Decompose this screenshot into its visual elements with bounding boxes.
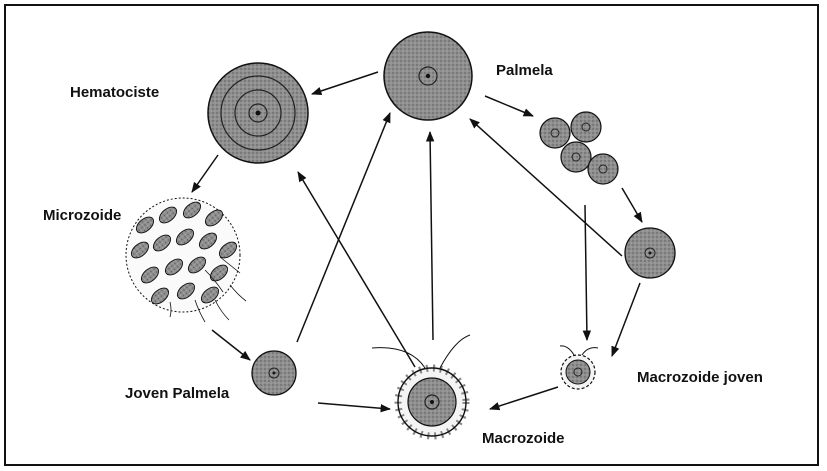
label-palmela: Palmela (496, 62, 553, 79)
macrozoide-cell (372, 335, 470, 436)
joven-palmela-cell (252, 351, 296, 395)
arrow-palmela-to-hematociste (312, 72, 378, 94)
label-microzoide: Microzoide (43, 207, 121, 224)
arrow-macrozoide-to-palmela (430, 132, 433, 340)
arrow-macrozoide-joven-to-macrozoide (490, 387, 558, 409)
arrow-cluster-to-macrozoide-joven (585, 205, 587, 340)
label-macrozoide-joven: Macrozoide joven (637, 369, 763, 386)
label-macrozoide: Macrozoide (482, 430, 565, 447)
arrow-microzoide-to-joven (212, 330, 250, 360)
hematociste-cell (208, 63, 308, 163)
arrow-cell-to-macrozoide-joven (612, 283, 640, 356)
arrow-palmela-to-cluster (485, 96, 533, 116)
palmela-cell (384, 32, 472, 120)
arrow-joven-to-palmela (297, 113, 390, 342)
maturing-cell (625, 228, 675, 278)
arrow-hematociste-to-microzoide (192, 155, 218, 192)
macrozoide-joven-cell (560, 346, 598, 389)
arrow-cluster-to-cell (622, 188, 642, 222)
label-joven-palmela: Joven Palmela (125, 385, 229, 402)
arrow-macrozoide-to-hematociste (298, 172, 415, 367)
palmela-cluster (540, 112, 618, 184)
microzoide-cluster (126, 198, 246, 322)
arrow-joven-to-macrozoide (318, 403, 390, 409)
label-hematociste: Hematociste (70, 84, 159, 101)
